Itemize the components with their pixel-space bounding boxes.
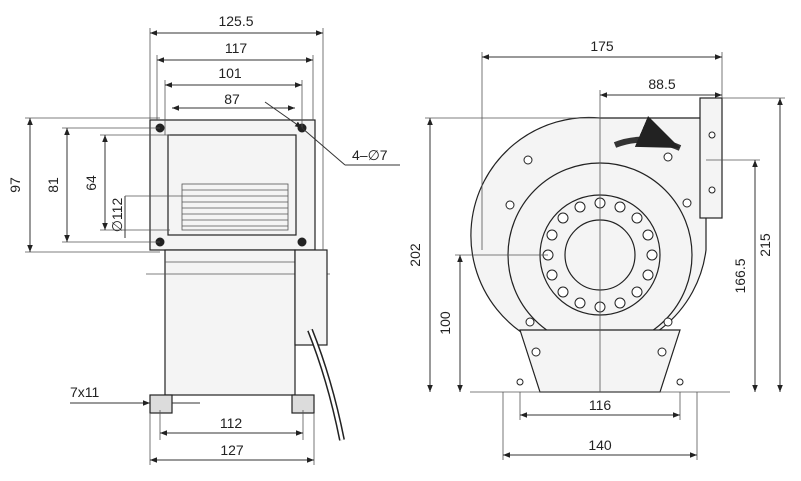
dim-81: 81	[45, 127, 160, 243]
svg-text:4–∅7: 4–∅7	[352, 147, 388, 163]
housing-screws	[505, 131, 716, 386]
dim-202: 202	[407, 117, 600, 392]
dim-88-5: 88.5	[599, 76, 722, 392]
svg-text:116: 116	[589, 397, 612, 413]
svg-text:117: 117	[225, 40, 248, 56]
svg-text:∅112: ∅112	[109, 198, 125, 233]
dim-bore: ∅112	[109, 195, 182, 238]
svg-text:166.5: 166.5	[732, 258, 748, 293]
svg-text:202: 202	[407, 243, 423, 267]
dim-175: 175	[481, 38, 723, 250]
dim-87: 87	[172, 91, 295, 111]
dim-101: 101	[164, 65, 303, 135]
svg-text:215: 215	[757, 233, 773, 257]
dim-117: 117	[156, 40, 314, 120]
svg-text:81: 81	[45, 177, 61, 193]
dim-116: 116	[519, 392, 681, 420]
impeller-fins	[182, 189, 288, 227]
side-bracket	[294, 249, 328, 346]
svg-text:87: 87	[224, 91, 240, 107]
dim-100: 100	[437, 254, 548, 392]
svg-text:101: 101	[218, 65, 242, 81]
dim-140: 140	[502, 392, 698, 460]
motor-housing	[164, 249, 296, 396]
hole-callout: 4–∅7	[264, 101, 400, 166]
svg-text:140: 140	[588, 437, 612, 453]
side-view: 125.5 117 101 87 4–∅7 97	[7, 13, 400, 465]
dim-215: 215	[722, 97, 785, 392]
svg-text:125.5: 125.5	[218, 13, 253, 29]
outlet-flange-front	[699, 97, 723, 219]
svg-text:64: 64	[83, 175, 99, 191]
front-view: 175 88.5 202 100 166.5 215	[407, 38, 785, 460]
svg-text:112: 112	[220, 415, 243, 431]
svg-text:88.5: 88.5	[648, 76, 675, 92]
foot	[149, 394, 173, 414]
dim-97: 97	[7, 117, 160, 253]
svg-text:175: 175	[590, 38, 614, 54]
impeller-blades	[542, 197, 658, 313]
dim-64: 64	[83, 134, 170, 231]
dim-166-5: 166.5	[706, 159, 760, 392]
svg-text:127: 127	[220, 442, 244, 458]
dim-125-5: 125.5	[149, 13, 324, 250]
svg-text:7x11: 7x11	[70, 384, 100, 400]
dim-127-base: 127	[149, 413, 315, 465]
dim-slot: 7x11	[70, 384, 200, 406]
svg-text:100: 100	[437, 311, 453, 335]
svg-text:97: 97	[7, 177, 23, 193]
dim-112-base: 112	[159, 410, 304, 440]
outlet-opening	[167, 134, 297, 236]
rotation-arrow-icon	[613, 116, 682, 151]
mount-hole	[297, 237, 307, 247]
